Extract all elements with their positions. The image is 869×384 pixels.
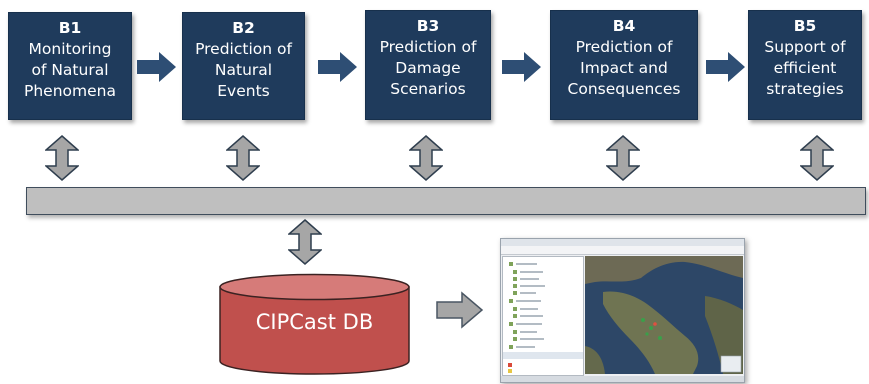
process-text: Monitoring of Natural Phenomena [24, 40, 116, 100]
process-box-b3: B3 Prediction of Damage Scenarios [365, 10, 491, 120]
database-cylinder-icon [219, 273, 410, 375]
double-vertical-arrow-icon [288, 219, 322, 265]
map-view [585, 256, 743, 374]
process-box-b1: B1 Monitoring of Natural Phenomena [8, 12, 132, 120]
double-vertical-arrow-icon [800, 135, 834, 181]
process-box-b2: B2 Prediction of Natural Events [182, 12, 305, 120]
layer-tree-panel [502, 256, 584, 376]
process-text: Prediction of Impact and Consequences [567, 38, 681, 98]
database-label: CIPCast DB [255, 310, 374, 334]
process-text: Prediction of Damage Scenarios [379, 38, 477, 98]
process-code: B3 [416, 17, 440, 35]
right-arrow-icon [706, 52, 745, 82]
italy-map [585, 256, 743, 374]
integration-bus [26, 187, 866, 215]
gis-application-screenshot [500, 238, 745, 383]
process-text: Support of efficient strategies [764, 38, 846, 98]
window-toolbar [501, 246, 744, 255]
process-code: B2 [232, 19, 255, 37]
right-arrow-icon [318, 52, 357, 82]
double-vertical-arrow-icon [606, 135, 640, 181]
process-box-b4: B4 Prediction of Impact and Consequences [550, 10, 698, 120]
double-vertical-arrow-icon [226, 135, 260, 181]
window-statusbar [501, 376, 744, 382]
process-code: B4 [612, 17, 636, 35]
process-code: B1 [58, 19, 82, 37]
process-box-b5: B5 Support of efficient strategies [748, 10, 862, 120]
process-text: Prediction of Natural Events [195, 40, 292, 100]
layer-tree-lines [503, 262, 583, 373]
double-vertical-arrow-icon [409, 135, 443, 181]
double-vertical-arrow-icon [45, 135, 79, 181]
right-arrow-icon [137, 52, 176, 82]
process-code: B5 [793, 17, 817, 35]
right-arrow-icon [502, 52, 541, 82]
gray-right-arrow-icon [436, 291, 484, 329]
